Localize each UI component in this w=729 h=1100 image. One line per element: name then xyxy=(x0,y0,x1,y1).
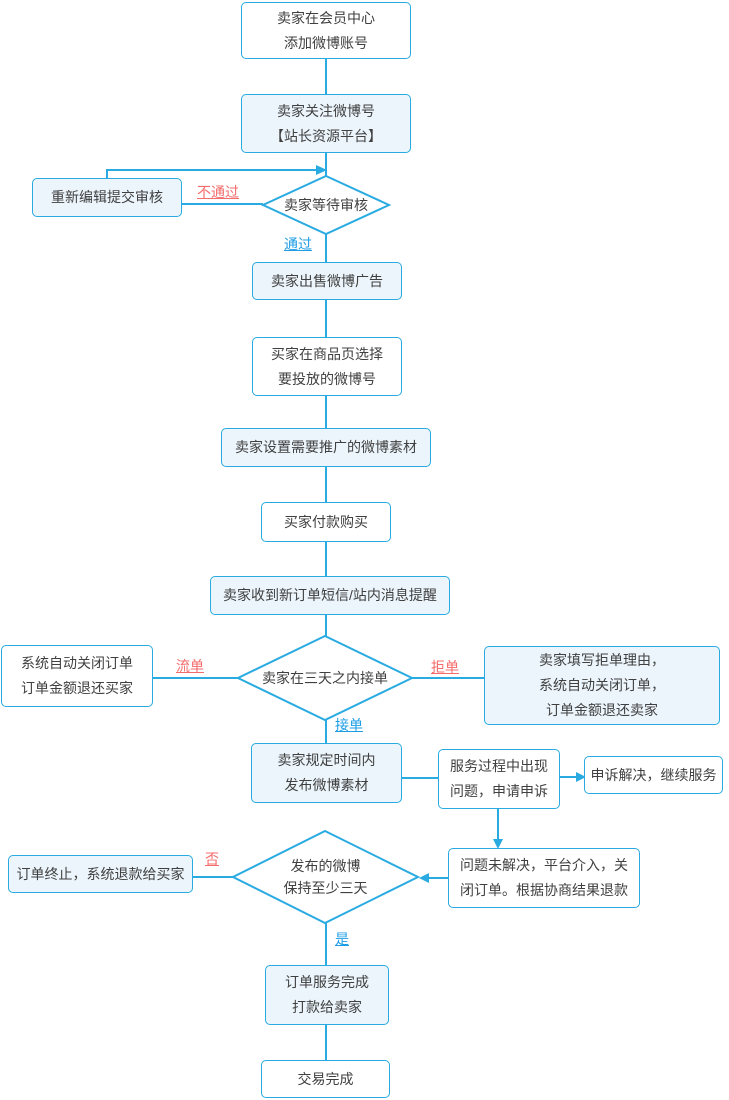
node-reedit-submit: 重新编辑提交审核 xyxy=(32,178,182,217)
node-order-terminate-refund: 订单终止，系统退款给买家 xyxy=(8,855,193,893)
connector-reedit-feedback xyxy=(106,169,317,179)
node-deal-done: 交易完成 xyxy=(261,1060,390,1098)
diamond-accept-label: 卖家在三天之内接单 xyxy=(262,670,388,686)
node-follow-weibo: 卖家关注微博号 【站长资源平台】 xyxy=(241,94,411,153)
edge-label-yes: 是 xyxy=(335,931,349,947)
node-reject-reason-refund: 卖家填写拒单理由， 系统自动关闭订单， 订单金额退还卖家 xyxy=(484,646,720,725)
diamond-accept-shape xyxy=(235,634,415,722)
node-sell-weibo-ad: 卖家出售微博广告 xyxy=(252,262,402,300)
node-platform-intervene: 问题未解决，平台介入，关 闭订单。根据协商结果退款 xyxy=(448,848,640,908)
node-buyer-select-weibo: 买家在商品页选择 要投放的微博号 xyxy=(252,337,402,396)
arrowhead-intervene-down xyxy=(493,839,503,849)
node-appeal-resolved: 申诉解决，继续服务 xyxy=(584,756,723,794)
diamond-wait-review-shape xyxy=(260,174,392,236)
arrowhead-keep-left xyxy=(419,873,429,883)
edge-label-accepted-order: 接单 xyxy=(335,717,363,733)
node-service-issue-appeal: 服务过程中出现 问题，申请申诉 xyxy=(438,749,560,809)
node-new-order-notice: 卖家收到新订单短信/站内消息提醒 xyxy=(210,576,450,615)
node-add-weibo-account: 卖家在会员中心 添加微博账号 xyxy=(241,2,411,59)
node-publish-material-on-time: 卖家规定时间内 发布微博素材 xyxy=(251,743,402,803)
diamond-wait-review-label: 卖家等待审核 xyxy=(284,197,368,213)
arrowhead-appeal-right xyxy=(576,772,586,782)
edge-label-not-pass: 不通过 xyxy=(197,184,239,200)
node-set-promo-material: 卖家设置需要推广的微博素材 xyxy=(221,428,431,467)
diamond-keep-label: 发布的微博 保持至少三天 xyxy=(283,858,368,896)
edge-label-missed-order: 流单 xyxy=(176,658,204,674)
node-buyer-pay: 买家付款购买 xyxy=(261,502,391,542)
diamond-keep-shape xyxy=(230,829,421,925)
edge-label-rejected-order: 拒单 xyxy=(431,659,459,675)
edge-label-pass: 通过 xyxy=(284,236,312,252)
node-auto-close-refund-buyer: 系统自动关闭订单 订单金额退还买家 xyxy=(1,645,153,707)
node-service-done-payout: 订单服务完成 打款给卖家 xyxy=(265,965,389,1025)
edge-label-no: 否 xyxy=(205,851,219,867)
arrowhead-feedback-right xyxy=(316,165,327,175)
